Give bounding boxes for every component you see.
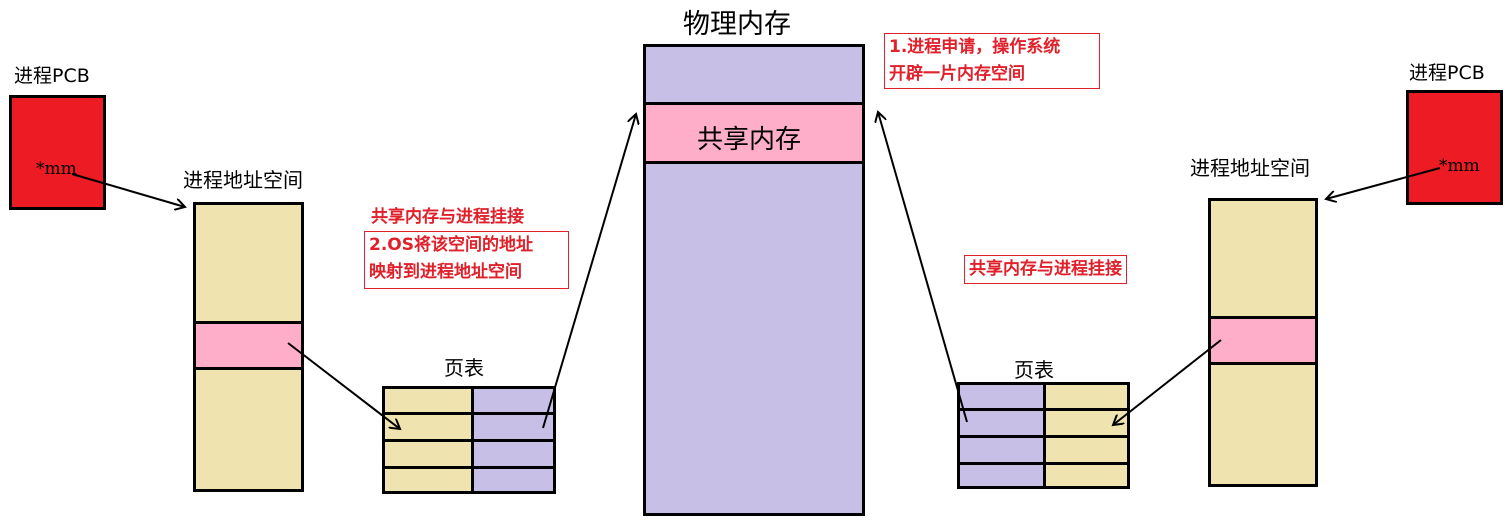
right-page-table-row-divider — [960, 462, 1127, 465]
physical-memory-title: 物理内存 — [683, 9, 791, 40]
arrow-right-shared-to-page-table — [1113, 339, 1222, 425]
right-pcb-label: 进程PCB — [1409, 62, 1485, 84]
left-page-table-label: 页表 — [444, 356, 484, 380]
arrow-right-pcb-to-address-space — [1326, 167, 1441, 199]
arrow-right-page-table-to-physical — [878, 112, 968, 423]
left-shared-segment — [196, 321, 301, 370]
right-shared-segment — [1211, 316, 1315, 365]
physical-memory-block: 共享内存 — [643, 44, 865, 516]
right-page-table-label: 页表 — [1014, 358, 1054, 382]
left-page-table-row-divider — [385, 439, 553, 442]
note-step1-line1: 1.进程申请，操作系统 — [889, 37, 1061, 57]
right-pcb-box: *mm — [1406, 90, 1503, 205]
arrow-left-shared-to-page-table — [287, 342, 400, 429]
left-page-table-row-divider — [385, 412, 553, 415]
right-address-space-label: 进程地址空间 — [1190, 156, 1310, 180]
left-pcb-mm-field: *mm — [36, 159, 77, 179]
right-address-space — [1208, 198, 1318, 487]
note-attach-left: 共享内存与进程挂接 — [371, 207, 524, 227]
note-attach-right: 共享内存与进程挂接 — [964, 255, 1127, 284]
note-step1: 1.进程申请，操作系统 开辟一片内存空间 — [884, 33, 1100, 89]
shared-memory-label: 共享内存 — [697, 125, 802, 155]
note-step2-line1: 2.OS将该空间的地址 — [369, 235, 533, 255]
left-address-space — [193, 202, 304, 492]
right-page-table-row-divider — [960, 435, 1127, 438]
note-step2-line2: 映射到进程地址空间 — [369, 262, 522, 282]
left-address-space-label: 进程地址空间 — [183, 168, 303, 192]
note-step2: 2.OS将该空间的地址 映射到进程地址空间 — [364, 231, 569, 289]
left-pcb-label: 进程PCB — [14, 65, 90, 87]
left-page-table-row-divider — [385, 466, 553, 469]
right-pcb-mm-field: *mm — [1439, 156, 1480, 176]
left-page-table — [382, 386, 556, 494]
right-page-table-row-divider — [960, 408, 1127, 411]
left-pcb-box: *mm — [9, 95, 106, 210]
note-step1-line2: 开辟一片内存空间 — [889, 64, 1025, 84]
arrow-left-pcb-to-address-space — [71, 173, 185, 207]
shared-memory-region: 共享内存 — [646, 102, 862, 164]
right-page-table — [957, 382, 1130, 489]
arrow-left-page-table-to-physical — [542, 114, 636, 429]
